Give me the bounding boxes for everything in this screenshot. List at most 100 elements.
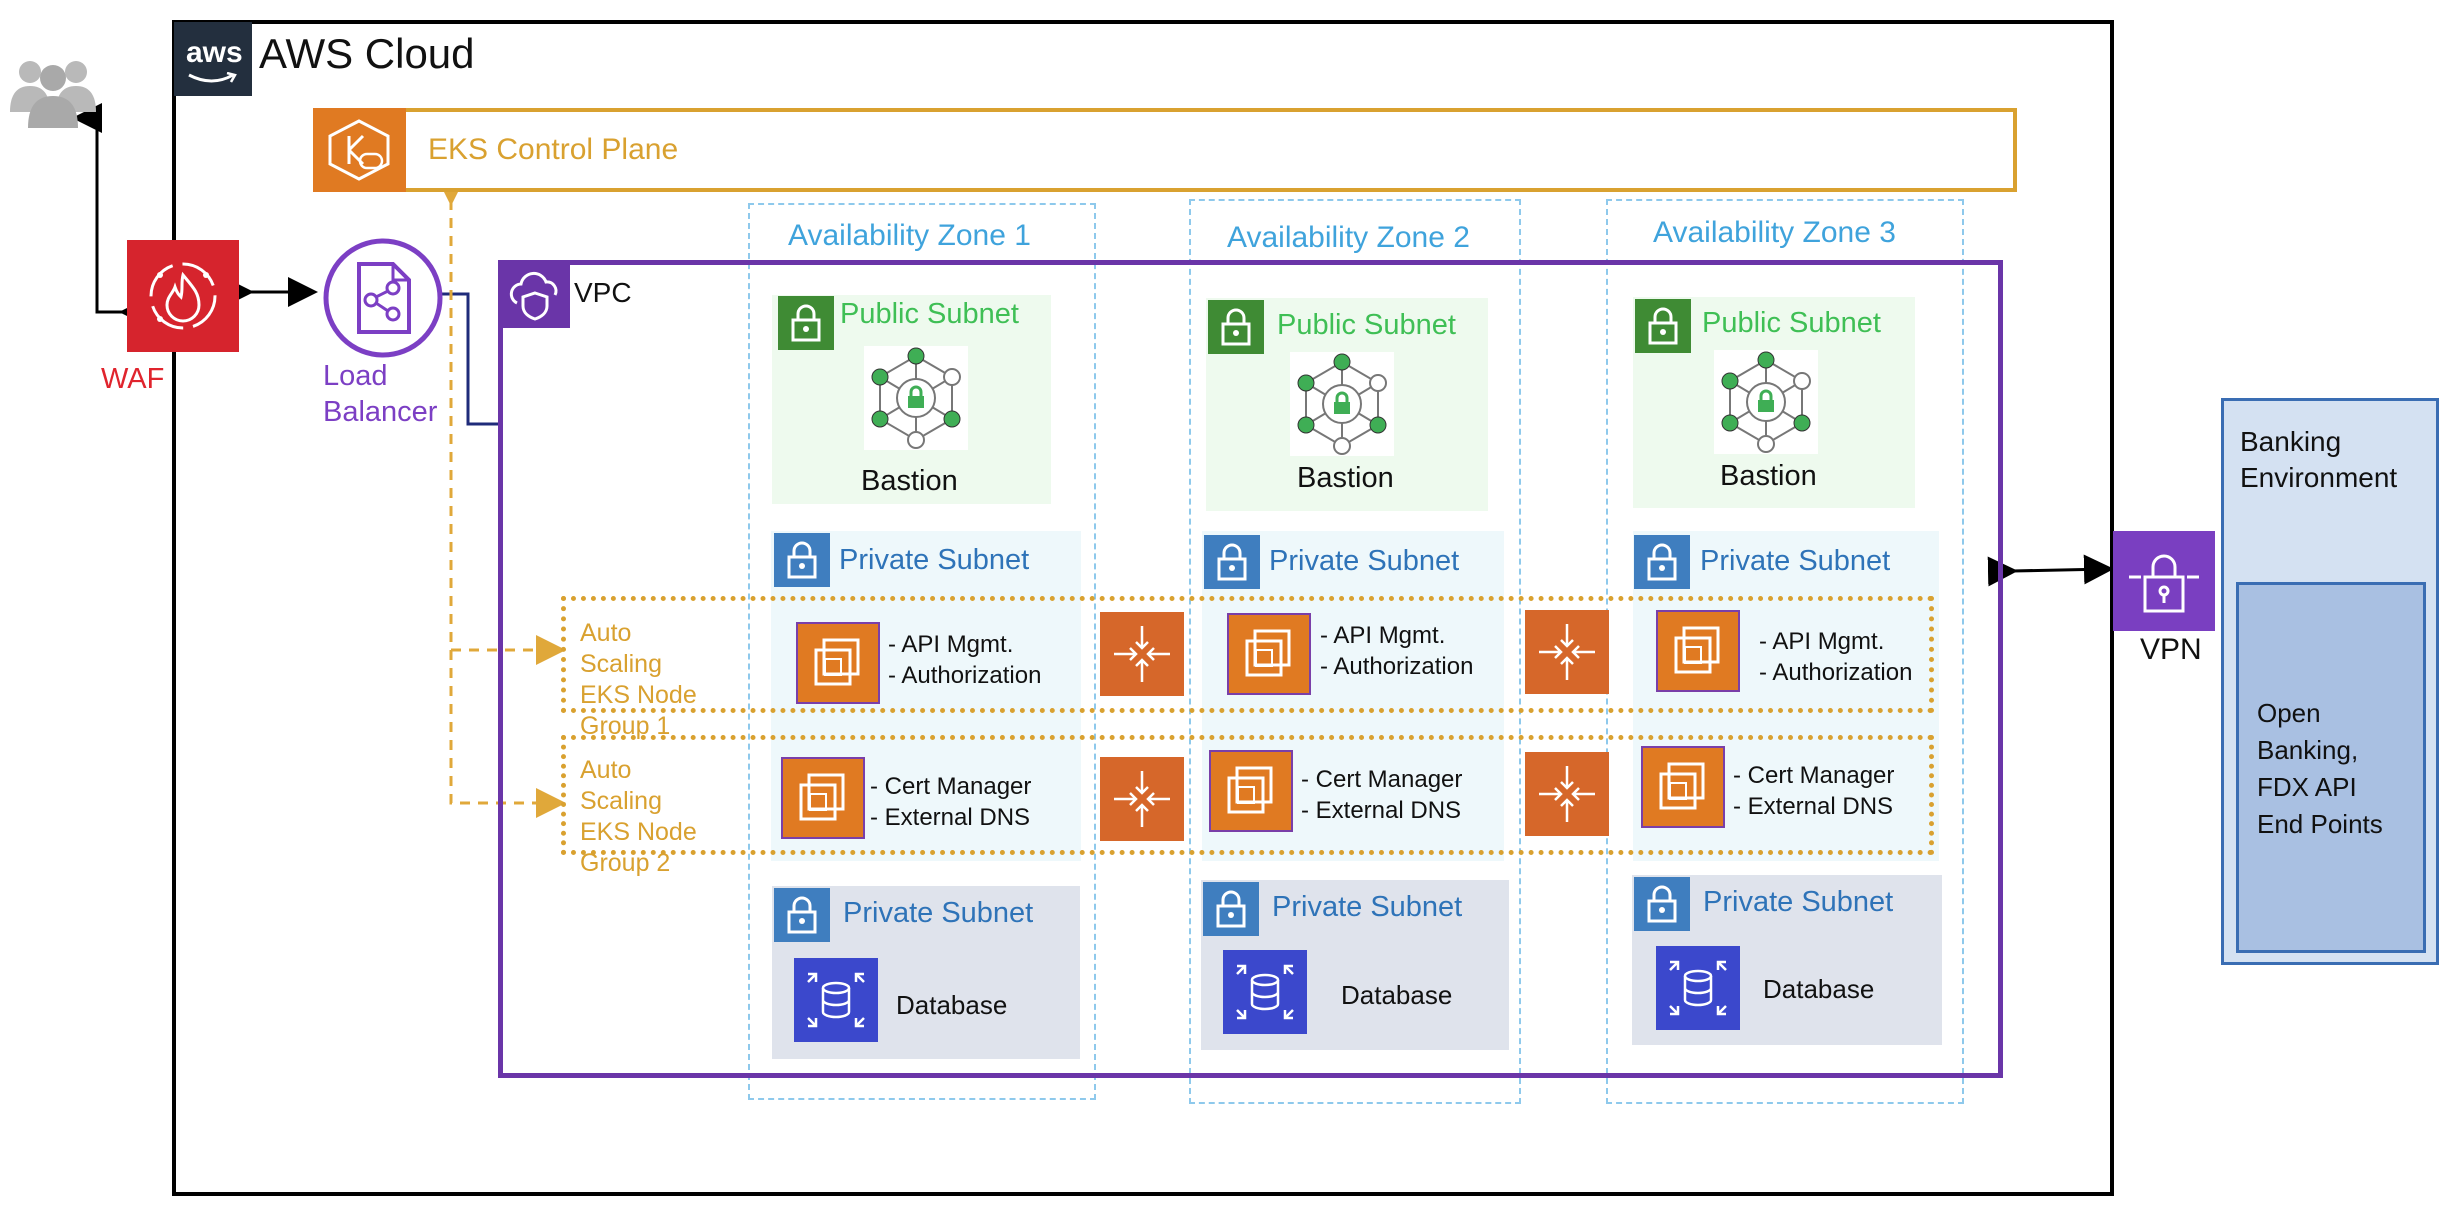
database-icon	[1223, 950, 1307, 1034]
public-subnet-2-label: Public Subnet	[1277, 309, 1456, 341]
endpoints-text: Open Banking, FDX API End Points	[2257, 695, 2383, 843]
node-group-2-label-line: Auto Scaling	[580, 756, 662, 815]
waf-icon	[127, 240, 239, 352]
node-item: - Authorization	[1320, 653, 1474, 680]
bastion-label-3: Bastion	[1720, 460, 1817, 492]
banking-title-1: Banking	[2240, 426, 2342, 457]
users-icon	[10, 61, 96, 128]
private-db-subnet-1-label: Private Subnet	[843, 897, 1034, 929]
bastion-label-2: Bastion	[1297, 462, 1394, 494]
lock-icon	[774, 533, 830, 587]
database-icon	[1656, 946, 1740, 1030]
ec2-icon	[1641, 746, 1725, 828]
lock-icon	[1634, 877, 1690, 931]
node-item: - Authorization	[1759, 659, 1913, 686]
node-group-2-label-line: EKS Node	[580, 818, 697, 846]
lock-icon	[1635, 299, 1691, 353]
node-group-2-items-zone-1: - Cert Manager - External DNS	[870, 771, 1060, 833]
node-group-1-label-line: EKS Node	[580, 681, 697, 709]
endpoint-line: FDX API	[2257, 772, 2357, 802]
node-group-1-items-zone-3: - API Mgmt. - Authorization	[1759, 626, 1939, 688]
ec2-icon	[1227, 613, 1311, 695]
node-item: - Cert Manager	[870, 773, 1032, 800]
banking-title-2: Environment	[2240, 462, 2398, 493]
vpc-label: VPC	[574, 277, 632, 308]
availability-zone-1	[748, 203, 1096, 1100]
scaling-icon	[1100, 612, 1184, 696]
load-balancer-label-2: Balancer	[323, 396, 438, 428]
node-item: - API Mgmt.	[1320, 622, 1446, 649]
node-item: - External DNS	[1301, 797, 1462, 824]
node-group-1-label-line: Auto Scaling	[580, 619, 662, 678]
node-item: - Authorization	[888, 662, 1042, 689]
node-item: - External DNS	[1733, 793, 1894, 820]
aws-cloud-group	[172, 20, 2114, 1196]
lock-icon	[778, 296, 834, 350]
waf-label: WAF	[101, 363, 165, 395]
scaling-icon	[1525, 610, 1609, 694]
vpn-icon	[2113, 531, 2215, 631]
availability-zone-2	[1189, 199, 1521, 1104]
eks-icon	[313, 108, 406, 192]
node-group-1	[561, 596, 1934, 713]
node-item: - API Mgmt.	[888, 631, 1014, 658]
scaling-icon	[1100, 757, 1184, 841]
node-group-2-items-zone-2: - Cert Manager - External DNS	[1301, 764, 1491, 826]
ec2-icon	[1656, 610, 1740, 692]
node-group-2	[561, 735, 1934, 855]
public-subnet-1-label: Public Subnet	[840, 298, 1019, 330]
database-label-3: Database	[1763, 974, 1875, 1004]
node-item: - External DNS	[870, 804, 1031, 831]
aws-logo-text: aws	[186, 36, 243, 69]
node-group-1-label-line: Group 1	[580, 712, 671, 740]
private-subnet-3-label: Private Subnet	[1700, 545, 1891, 577]
database-label-1: Database	[896, 990, 1008, 1020]
lock-icon	[1203, 882, 1259, 936]
node-group-1-items-zone-2: - API Mgmt. - Authorization	[1320, 620, 1500, 682]
public-subnet-3-label: Public Subnet	[1702, 307, 1881, 339]
load-balancer-icon	[323, 238, 443, 358]
load-balancer-label-1: Load	[323, 360, 388, 392]
availability-zone-1-label: Availability Zone 1	[788, 219, 1031, 252]
node-item: - API Mgmt.	[1759, 628, 1885, 655]
eks-node-group-2-link	[449, 650, 566, 818]
node-group-2-items-zone-3: - Cert Manager - External DNS	[1733, 760, 1923, 822]
banking-endpoints-box: Open Banking, FDX API End Points	[2236, 582, 2426, 953]
vpn-label: VPN	[2140, 633, 2202, 666]
lock-icon	[774, 888, 830, 942]
endpoint-line: End Points	[2257, 809, 2383, 839]
private-db-subnet-2-label: Private Subnet	[1272, 891, 1463, 923]
database-label-2: Database	[1341, 980, 1453, 1010]
lock-icon	[1204, 535, 1260, 589]
endpoint-line: Open	[2257, 698, 2321, 728]
aws-logo: aws	[174, 22, 252, 96]
aws-cloud-title: AWS Cloud	[259, 30, 475, 77]
private-subnet-2-label: Private Subnet	[1269, 545, 1460, 577]
node-group-1-items-zone-1: - API Mgmt. - Authorization	[888, 629, 1068, 691]
availability-zone-3-label: Availability Zone 3	[1653, 216, 1896, 249]
scaling-icon	[1525, 752, 1609, 836]
bastion-icon	[1714, 350, 1818, 454]
users-waf-link	[72, 103, 149, 327]
node-group-2-label-line: Group 2	[580, 849, 671, 877]
lock-icon	[1634, 535, 1690, 589]
ec2-icon	[781, 757, 865, 839]
eks-control-plane-label: EKS Control Plane	[428, 133, 679, 166]
node-item: - Cert Manager	[1301, 766, 1463, 793]
aws-smile-icon	[188, 72, 237, 83]
node-item: - Cert Manager	[1733, 762, 1895, 789]
vpc-group	[498, 260, 2003, 1078]
node-group-2-label: Auto Scaling EKS Node Group 2	[580, 755, 720, 879]
ec2-icon	[796, 622, 880, 704]
lock-icon	[1208, 300, 1264, 354]
bastion-icon	[864, 346, 968, 450]
bastion-icon	[1290, 352, 1394, 456]
ec2-icon	[1209, 750, 1293, 832]
database-icon	[794, 958, 878, 1042]
vpc-icon	[500, 262, 570, 328]
node-group-1-label: Auto Scaling EKS Node Group 1	[580, 618, 720, 742]
private-subnet-1-label: Private Subnet	[839, 544, 1030, 576]
bastion-label-1: Bastion	[861, 465, 958, 497]
private-db-subnet-3-label: Private Subnet	[1703, 886, 1894, 918]
